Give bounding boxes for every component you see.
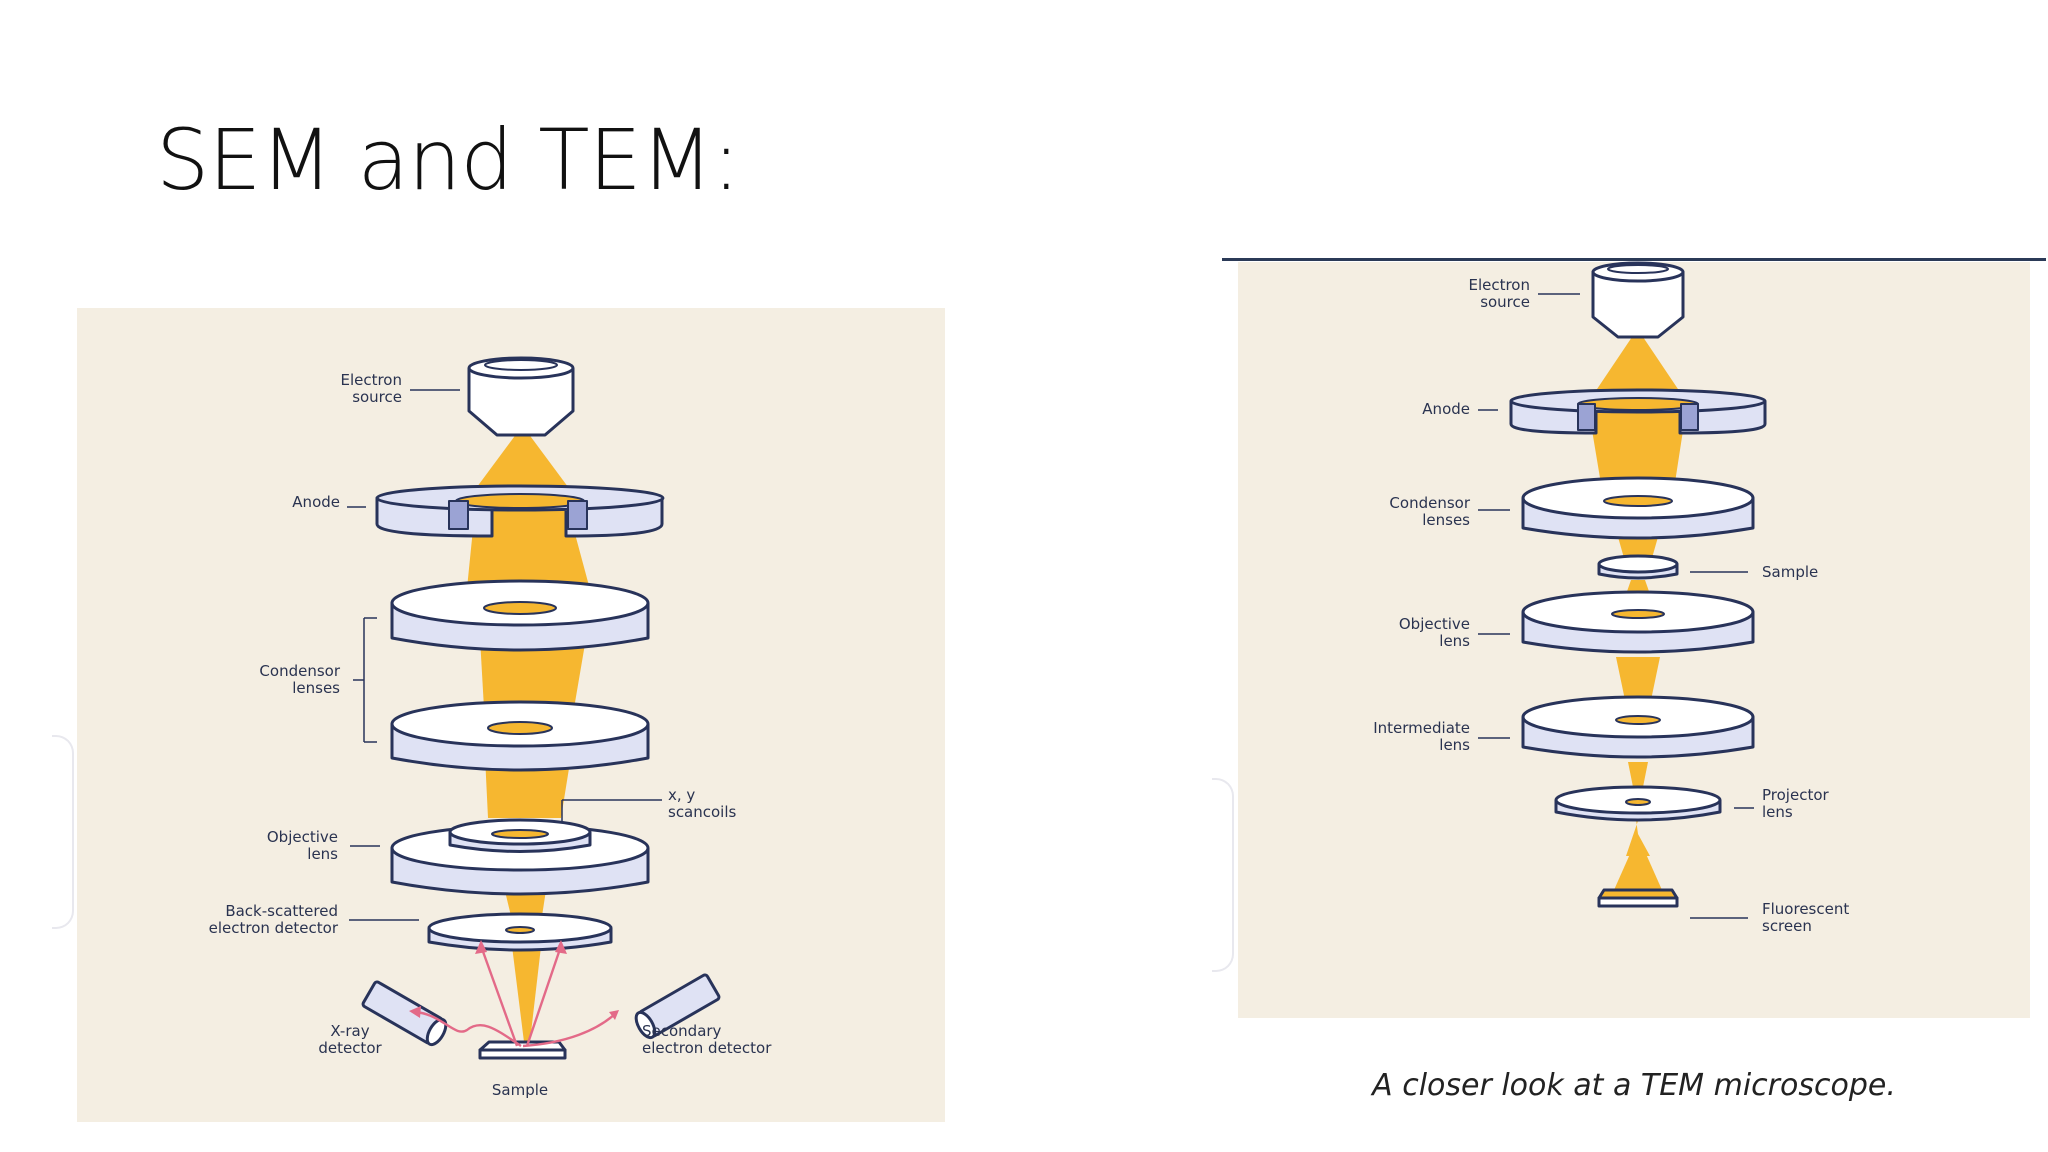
tem-caption: A closer look at a TEM microscope.	[1372, 1068, 1896, 1103]
tem-diagram	[1478, 261, 1767, 919]
sem-label-sample: Sample	[491, 1081, 549, 1099]
tem-label-objective-lens: Objective lens	[1398, 615, 1470, 650]
sem-label-scancoils: x, y scancoils	[668, 786, 737, 821]
sem-label-condensor-lenses: Condensor lenses	[259, 662, 340, 697]
sem-label-xray-detector: X-ray detector	[318, 1022, 382, 1057]
sem-label-secondary-detector: Secondary electron detector	[642, 1022, 772, 1057]
tem-label-anode: Anode	[1422, 400, 1470, 418]
sem-label-backscattered-detector: Back-scattered electron detector	[208, 902, 338, 937]
tem-label-condensor-lenses: Condensor lenses	[1389, 494, 1470, 529]
side-tab-left	[52, 735, 74, 929]
sem-diagram	[347, 356, 721, 1060]
tem-label-sample: Sample	[1762, 563, 1819, 581]
sem-label-anode: Anode	[292, 493, 340, 511]
tem-label-intermediate-lens: Intermediate lens	[1373, 719, 1470, 754]
slide-title: SEM and TEM:	[156, 111, 740, 209]
tem-top-divider	[1222, 258, 2046, 261]
tem-label-electron-source: Electron source	[1468, 276, 1530, 311]
side-tab-right	[1212, 778, 1234, 972]
sem-label-objective-lens: Objective lens	[266, 828, 338, 863]
sem-label-electron-source: Electron source	[340, 371, 402, 406]
tem-label-projector-lens: Projector lens	[1762, 786, 1829, 821]
tem-label-fluorescent-screen: Fluorescent screen	[1762, 900, 1850, 935]
